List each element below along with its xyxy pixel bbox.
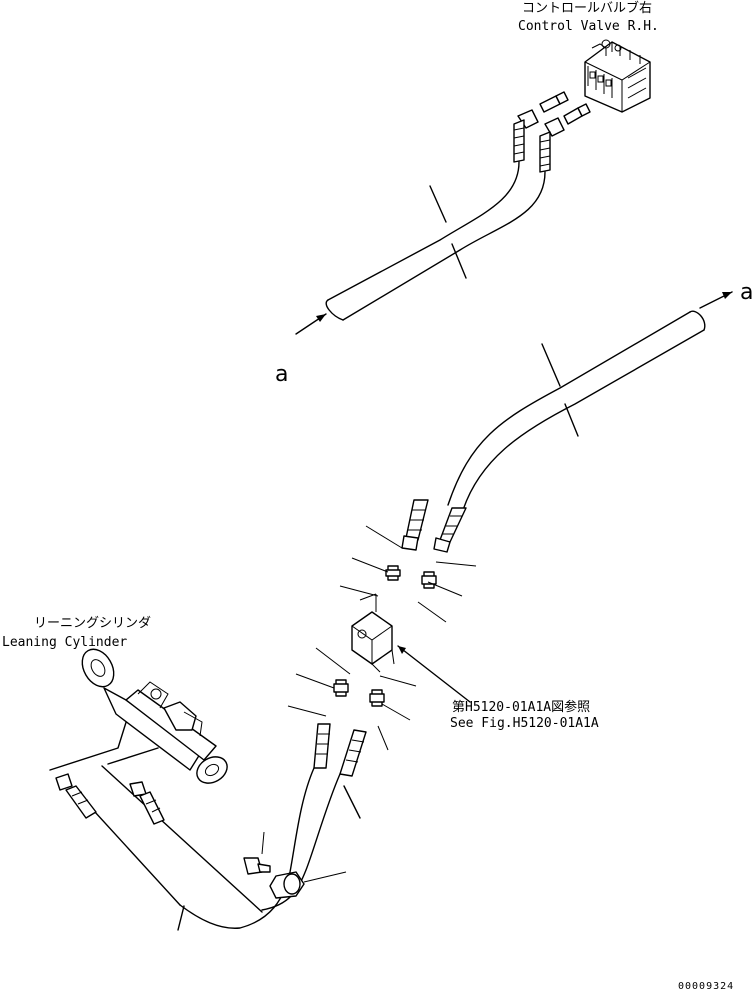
leaning-cylinder [81,648,228,784]
leaning-cylinder-label-jp: リーニングシリンダ [34,616,151,631]
clamp [243,831,347,899]
arrow-a-left: a [275,313,327,387]
cylinder-hose-ends [49,715,165,825]
control-valve-label-jp: コントロールバルブ右 [522,0,652,16]
leader-lines-upper [339,525,477,623]
adapters-lower [333,679,385,707]
hose-ends-upper [401,499,467,553]
label-a-left: a [275,362,288,387]
see-fig-label-en: See Fig.H5120-01A1A [450,716,599,731]
middle-hoses [447,310,706,511]
valve-fittings [517,91,591,137]
label-a-right: a [740,280,753,305]
upper-hoses [325,119,551,321]
control-valve-label-en: Control Valve R.H. [518,19,659,34]
hose-ends-lower [313,723,367,777]
control-valve [584,39,651,113]
junction-block [351,593,471,703]
drawing-number: 00009324 [678,981,734,990]
see-fig-label-jp: 第H5120-01A1A図参照 [452,699,590,715]
leader-lines-lower [287,647,417,751]
adapters-upper [385,565,437,589]
lower-hoses [83,765,361,931]
leaning-cylinder-label-en: Leaning Cylinder [2,635,127,650]
arrow-a-right: a [699,280,753,309]
